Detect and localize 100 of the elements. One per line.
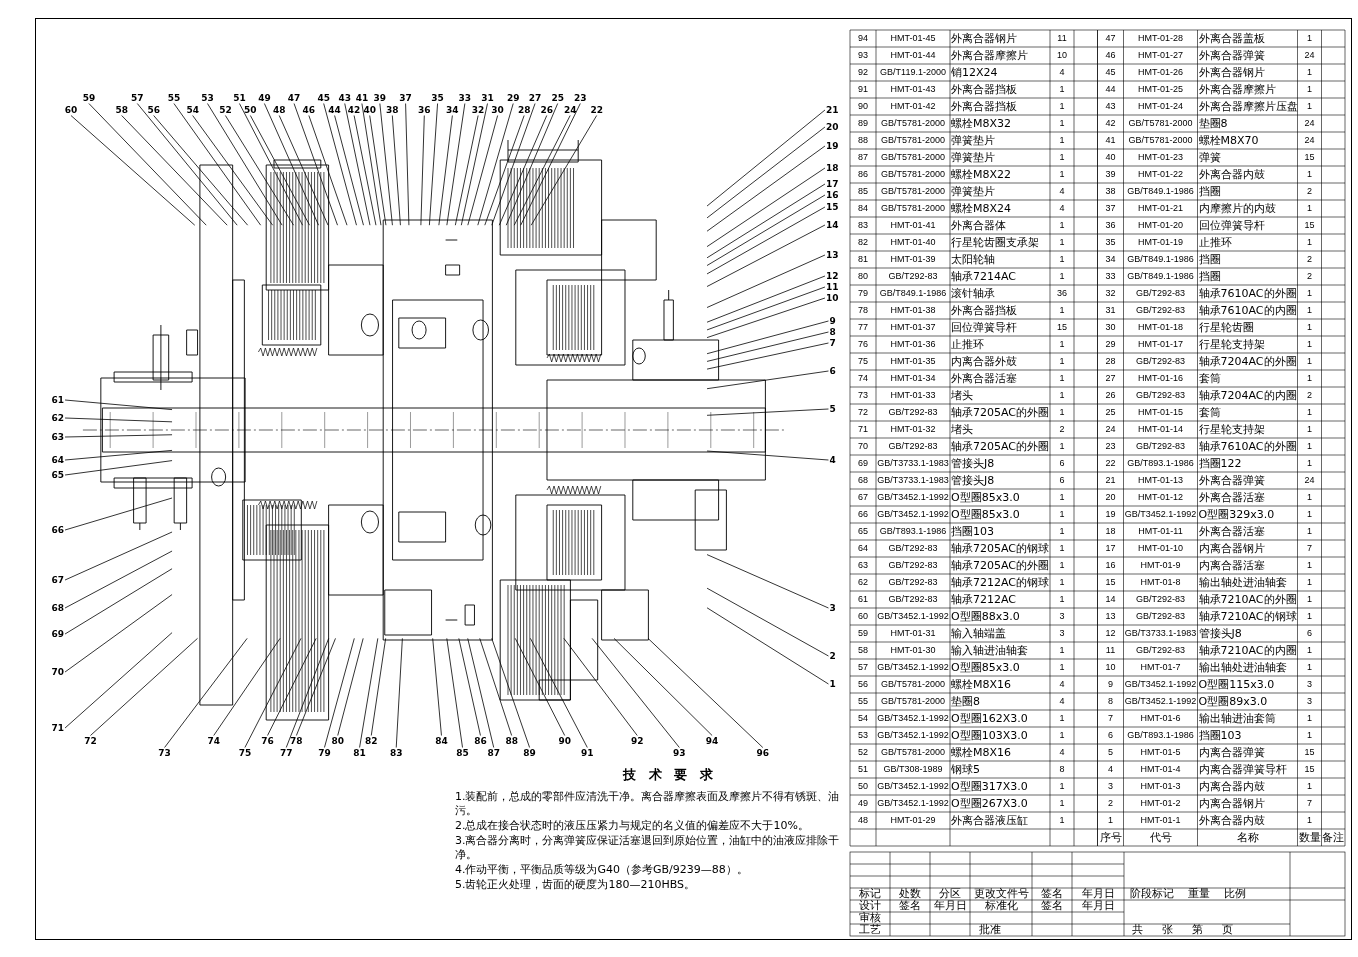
item-number: 1 — [1107, 815, 1114, 826]
callout-number: 20 — [825, 122, 839, 132]
part-name: 外离合器活塞 — [950, 373, 1018, 384]
part-name: 螺栓M8X16 — [950, 679, 1013, 690]
leader-line — [477, 103, 514, 226]
leader-line — [88, 103, 207, 226]
callout-number: 44 — [328, 105, 341, 115]
quantity: 4 — [1058, 747, 1066, 758]
part-code: GB/T3452.1-1992 — [1123, 696, 1198, 707]
item-number: 46 — [1104, 50, 1117, 61]
item-number: 21 — [1104, 475, 1117, 486]
part-code: GB/T5781-2000 — [879, 203, 946, 214]
part-name: 钢球5 — [950, 764, 981, 775]
callout-number: 60 — [64, 105, 78, 115]
item-number: 58 — [857, 645, 869, 656]
leader-line — [513, 115, 571, 226]
title-block-text: 更改文件号 — [972, 888, 1030, 900]
callout-number: 93 — [673, 748, 686, 758]
callout-number: 61 — [51, 395, 65, 405]
quantity: 1 — [1058, 84, 1066, 95]
callout-number: 4 — [829, 455, 836, 465]
item-number: 89 — [857, 118, 869, 129]
callout-number: 5 — [829, 404, 836, 414]
quantity: 1 — [1306, 339, 1313, 350]
title-block-text: 第 — [1192, 924, 1203, 936]
leader-line — [460, 103, 488, 226]
callout-number: 59 — [82, 93, 96, 103]
callout-number: 56 — [147, 105, 160, 115]
part-name: O型圈85x3.0 — [950, 492, 1021, 503]
part-name: 外离合器钢片 — [1197, 67, 1266, 78]
part-code: HMT-01-8 — [1139, 577, 1182, 588]
quantity: 3 — [1058, 628, 1066, 639]
leader-line — [293, 103, 338, 226]
item-number: 8 — [1107, 696, 1114, 707]
item-number: 37 — [1104, 203, 1117, 214]
quantity: 3 — [1058, 611, 1066, 622]
leader-line — [432, 637, 442, 736]
part-code: GB/T849.1-1986 — [1126, 186, 1195, 197]
part-name: O型圈89x3.0 — [1197, 696, 1269, 707]
item-number: 33 — [1104, 271, 1117, 282]
item-number: 3 — [1107, 781, 1114, 792]
quantity: 1 — [1306, 509, 1313, 520]
title-block-text: 审核 — [858, 912, 882, 924]
item-number: 38 — [1104, 186, 1117, 197]
quantity: 1 — [1058, 152, 1066, 163]
part-name: 弹簧垫片 — [950, 135, 996, 146]
quantity: 24 — [1303, 118, 1316, 129]
item-number: 62 — [857, 577, 869, 588]
part-code: GB/T292-83 — [887, 594, 939, 605]
part-name: 螺栓M8X70 — [1197, 135, 1260, 146]
part-name: 外离合器活塞 — [1197, 526, 1266, 537]
part-code: GB/T893.1-1986 — [1126, 730, 1195, 741]
callout-number: 45 — [317, 93, 330, 103]
title-block-text: 设计 — [858, 900, 882, 912]
item-number: 64 — [857, 543, 869, 554]
leader-line — [64, 497, 173, 531]
callout-number: 18 — [825, 163, 839, 173]
item-number: 36 — [1104, 220, 1117, 231]
leader-line — [344, 103, 371, 226]
callout-number: 12 — [825, 271, 839, 281]
requirement-text: 4.作动平衡，平衡品质等级为G40（参考GB/9239—88）。 — [455, 863, 749, 877]
part-code: HMT-01-30 — [889, 645, 937, 656]
part-code: GB/T893.1-1986 — [1126, 458, 1195, 469]
item-number: 77 — [857, 322, 869, 333]
leader-line — [706, 183, 826, 259]
quantity: 4 — [1058, 696, 1066, 707]
item-number: 86 — [857, 169, 869, 180]
part-name: 销12X24 — [950, 67, 999, 78]
item-number: 50 — [857, 781, 869, 792]
title-block-text: 阶段标记 — [1130, 888, 1174, 900]
quantity: 2 — [1306, 271, 1313, 282]
part-name: 止推环 — [950, 339, 985, 350]
quantity: 11 — [1056, 33, 1068, 44]
part-name: 弹簧 — [1197, 152, 1222, 163]
part-name: 外离合器内鼓 — [1197, 169, 1266, 180]
callout-number: 17 — [825, 179, 839, 189]
part-name: 止推环 — [1197, 237, 1233, 248]
part-code: GB/T292-83 — [1135, 356, 1186, 367]
callout-number: 76 — [261, 736, 274, 746]
part-code: HMT-01-1 — [1139, 815, 1182, 826]
part-name: 管接头J8 — [950, 458, 996, 469]
leader-line — [361, 103, 382, 226]
quantity: 1 — [1058, 441, 1066, 452]
leader-line — [706, 145, 826, 232]
leader-line — [239, 103, 303, 226]
callout-number: 1 — [829, 679, 836, 689]
leader-line — [420, 115, 425, 226]
quantity: 1 — [1306, 33, 1313, 44]
item-number: 28 — [1104, 356, 1117, 367]
part-code: GB/T308-1989 — [882, 764, 944, 775]
title-block-text: 年月日 — [1080, 900, 1116, 912]
part-name: 堵头 — [950, 390, 974, 401]
part-code: HMT-01-21 — [1137, 203, 1184, 214]
callout-number: 11 — [825, 282, 839, 292]
part-name: 外离合器弹簧 — [1197, 475, 1266, 486]
part-name: 挡圈 — [1197, 254, 1222, 265]
quantity: 1 — [1306, 611, 1313, 622]
callout-number: 29 — [506, 93, 520, 103]
quantity: 24 — [1303, 475, 1316, 486]
item-number: 76 — [857, 339, 869, 350]
